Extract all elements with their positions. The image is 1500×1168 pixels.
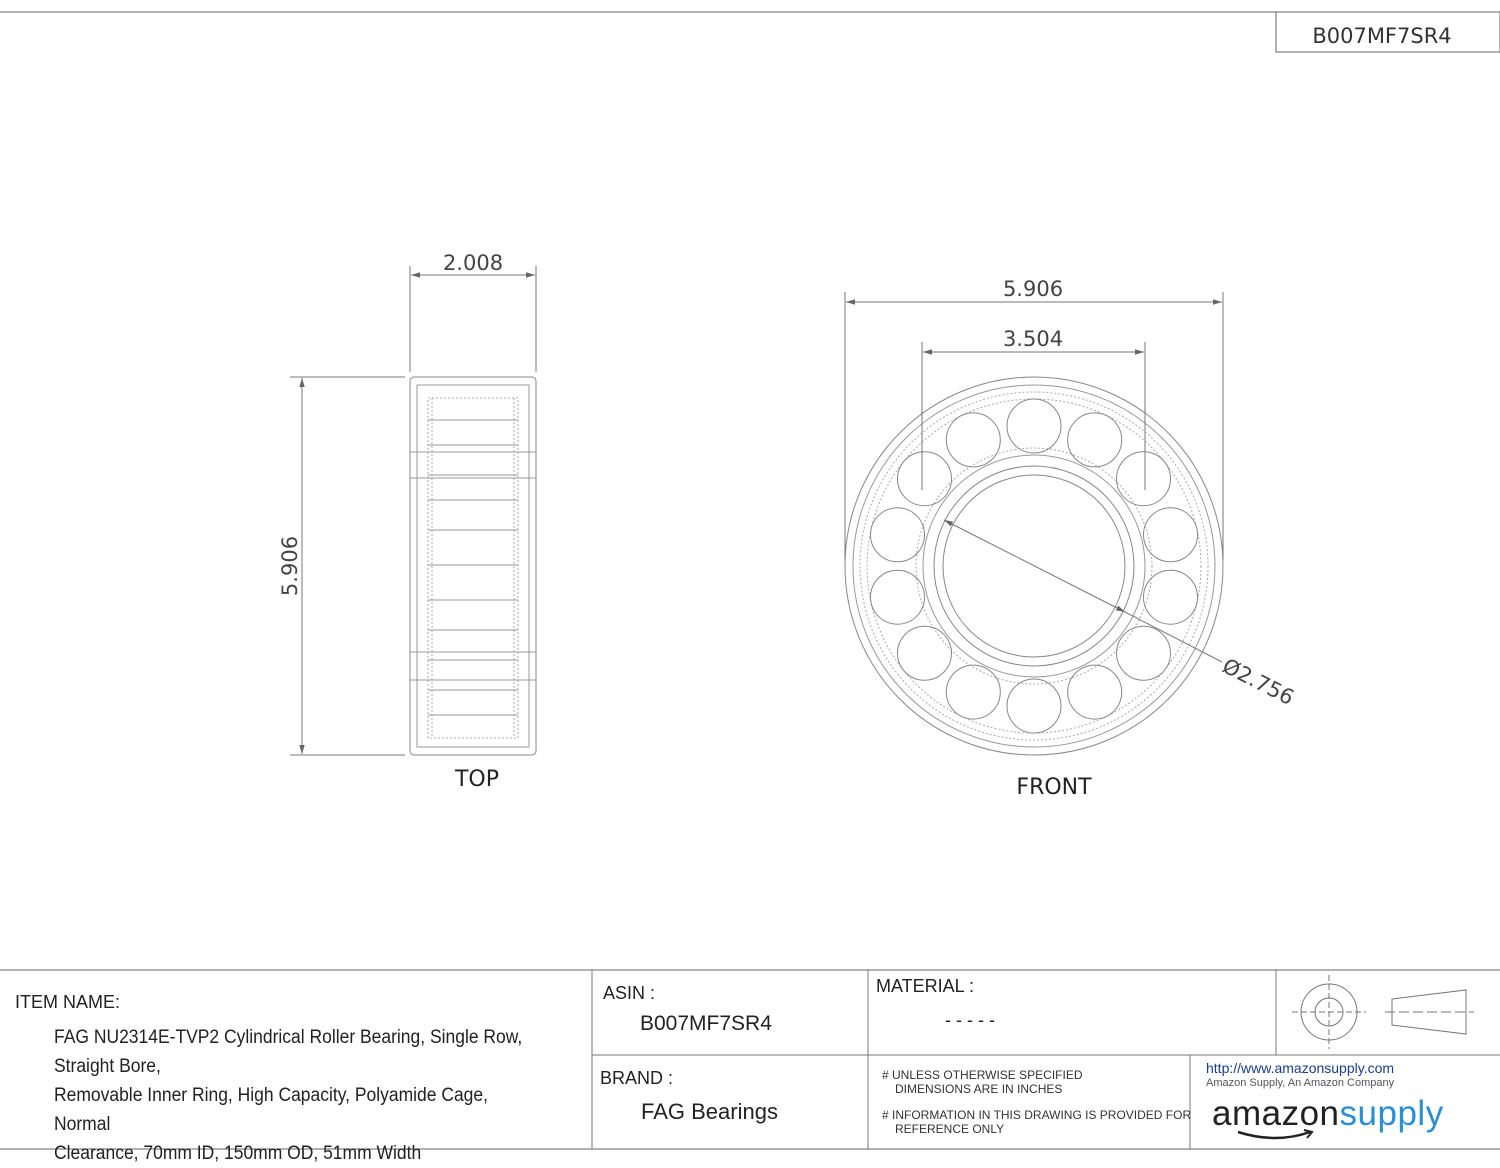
inner-ring-edge [933,465,1135,667]
asin-value: B007MF7SR4 [640,1012,772,1035]
front-outer-dimension [844,292,1224,560]
roller [870,507,925,563]
front-pitch-dimension [921,342,1146,490]
roller [1116,625,1171,681]
front-bore-dimension [943,519,1223,663]
title-block-grid [591,970,1500,1149]
front-view-rollers [870,398,1198,734]
front-outer-value: 5.906 [1003,277,1063,301]
top-width-value: 2.008 [443,251,503,275]
top-height-dimension [290,376,405,756]
top-view-label: TOP [454,767,499,792]
logo-supply-text: supply [1339,1094,1444,1133]
item-name-description: FAG NU2314E-TVP2 Cylindrical Roller Bear… [54,1023,546,1168]
note-reference: # INFORMATION IN THIS DRAWING IS PROVIDE… [882,1108,1191,1136]
projection-symbol-icon [1292,975,1474,1049]
material-value: - - - - - [945,1010,995,1030]
sheet-border [0,11,1500,1150]
top-view-outline [409,376,537,756]
top-view [409,376,537,756]
roller [1006,398,1062,454]
brand-value: FAG Bearings [641,1099,778,1124]
top-height-value: 5.906 [278,536,302,596]
item-name-line: Removable Inner Ring, High Capacity, Pol… [54,1085,488,1135]
top-width-dimension [409,266,537,372]
roller [945,664,1001,720]
roller [1067,664,1123,720]
note-reference-line1: # INFORMATION IN THIS DRAWING IS PROVIDE… [882,1108,1192,1122]
asin-header-text: B007MF7SR4 [1312,24,1451,48]
material-label: MATERIAL : [876,976,975,996]
amazon-smile-icon [1237,1129,1314,1140]
front-view [844,376,1224,756]
logo-amazon-text: amazon [1212,1094,1340,1133]
item-name-label: ITEM NAME: [15,992,121,1012]
roller [1143,507,1198,563]
asin-header-box [1275,11,1500,53]
roller [897,451,952,507]
note-reference-line2: REFERENCE ONLY [895,1122,1005,1136]
bore-edge [942,474,1126,658]
amazonsupply-logo: amazonsupply [1212,1094,1444,1134]
note-units-line2: DIMENSIONS ARE IN INCHES [895,1082,1063,1096]
outer-ring-edge [844,376,1224,756]
roller [1116,451,1171,507]
roller [945,412,1001,468]
roller [1006,678,1062,734]
amazonsupply-link[interactable]: http://www.amazonsupply.com [1206,1060,1395,1076]
company-text: Amazon Supply, An Amazon Company [1206,1077,1395,1089]
roller [897,625,952,681]
roller [1143,569,1198,625]
front-view-label: FRONT [1016,775,1092,800]
front-bore-value: Ø2.756 [1219,654,1298,710]
item-name-line: FAG NU2314E-TVP2 Cylindrical Roller Bear… [54,1027,523,1077]
roller [870,569,925,625]
front-pitch-value: 3.504 [1003,327,1063,351]
brand-label: BRAND : [600,1068,674,1088]
asin-label: ASIN : [603,983,656,1003]
item-name-line: Clearance, 70mm ID, 150mm OD, 51mm Width [54,1143,422,1164]
roller [1067,412,1123,468]
top-view-rollers [427,397,519,739]
note-units: # UNLESS OTHERWISE SPECIFIED DIMENSIONS … [882,1068,1083,1096]
note-units-line1: # UNLESS OTHERWISE SPECIFIED [882,1068,1083,1082]
